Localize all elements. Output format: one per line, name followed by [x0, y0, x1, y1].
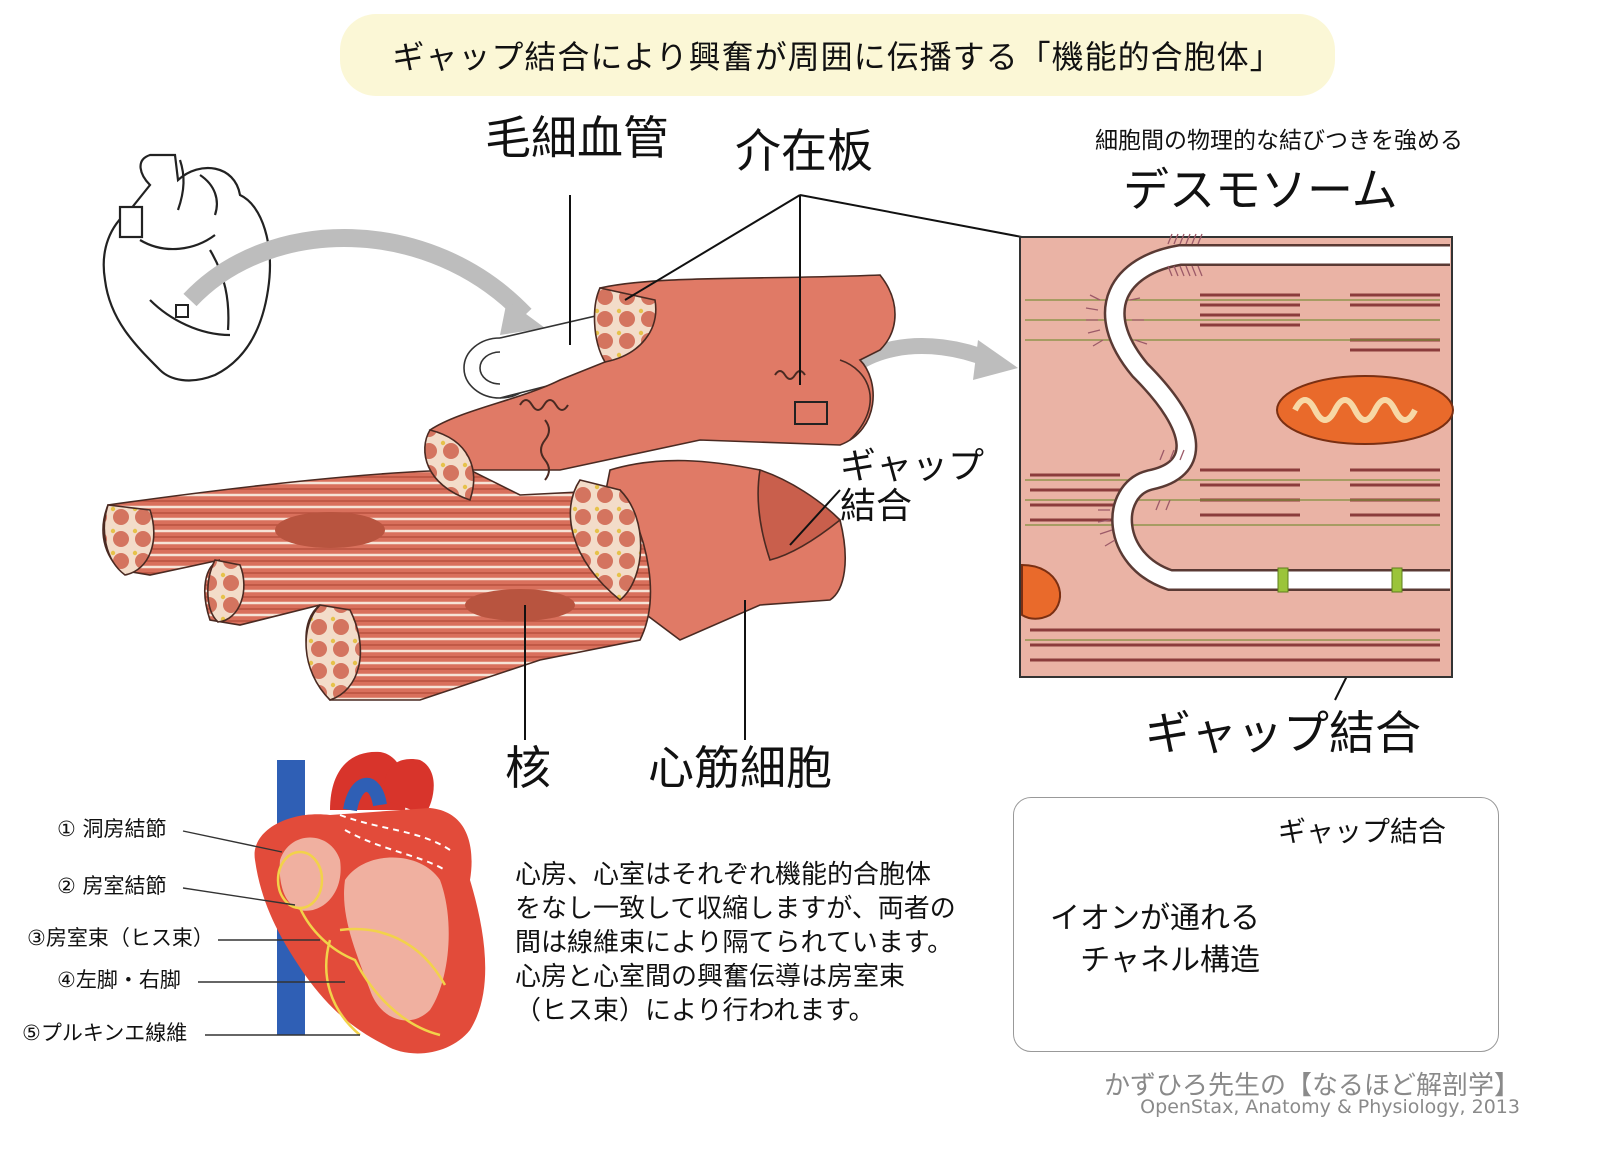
gap-junction-label-2: ギャップ結合 — [1145, 706, 1421, 760]
explanation-line-2: をなし一致して収縮しますが、両者の — [515, 894, 956, 924]
muscle-fiber-illustration — [102, 274, 896, 701]
desmosome-label: デスモソーム — [1123, 163, 1398, 217]
credit-source: かずひろ先生の【なるほど解剖学】 — [1103, 1071, 1520, 1101]
nucleus-label: 核 — [505, 741, 551, 795]
capillary-label: 毛細血管 — [485, 111, 669, 165]
cardiac-muscle-cell-label: 心筋細胞 — [648, 741, 832, 795]
arrowhead-2-icon — [973, 340, 1018, 380]
zoom-arrow-icon — [183, 229, 532, 322]
title-banner: ギャップ結合により興奮が周囲に伝播する「機能的合胞体」 — [340, 14, 1335, 96]
conduction-item-purkinje: ⑤プルキンエ線維 — [22, 1021, 188, 1045]
inset-channel-label: イオンが通れる チャネル構造 — [1050, 898, 1260, 982]
conduction-leader-lines — [182, 830, 360, 1036]
explanation-text: 心房、心室はそれぞれ機能的合胞体 をなし一致して収縮しますが、両者の 間は線維束… — [515, 858, 985, 1028]
gap-junction-label-line1: ギャップ — [840, 446, 985, 487]
heart-outline-icon — [102, 153, 272, 382]
explanation-line-4: 心房と心室間の興奮伝導は房室束 — [515, 962, 906, 992]
inset-channel-line2: チャネル構造 — [1080, 943, 1260, 978]
conduction-heart-illustration — [254, 751, 486, 1054]
arrowhead-icon — [500, 300, 545, 335]
conduction-item-sa-node: ① 洞房結節 — [57, 817, 167, 841]
gap-junction-inset — [1013, 797, 1499, 1052]
desmosome-note: 細胞間の物理的な結びつきを強める — [1095, 128, 1463, 154]
conduction-item-his-bundle: ③房室束（ヒス束） — [27, 926, 214, 950]
credit-reference: OpenStax, Anatomy & Physiology, 2013 — [1140, 1096, 1520, 1118]
explanation-line-3: 間は線維束により隔てられています。 — [515, 928, 954, 958]
conduction-item-av-node: ② 房室結節 — [57, 874, 167, 898]
page-title: ギャップ結合により興奮が周囲に伝播する「機能的合胞体」 — [392, 38, 1283, 76]
gap-junction-label-1: ギャップ 結合 — [840, 446, 985, 528]
inset-channel-line1: イオンが通れる — [1050, 901, 1260, 936]
explanation-line-1: 心房、心室はそれぞれ機能的合胞体 — [515, 860, 932, 890]
intercalated-disc-label: 介在板 — [735, 124, 873, 178]
gap-junction-label-line2: 結合 — [840, 486, 913, 528]
inset-title: ギャップ結合 — [1278, 815, 1447, 848]
explanation-line-5: （ヒス束）により行われます。 — [515, 996, 875, 1026]
conduction-item-bundle-branches: ④左脚・右脚 — [57, 968, 181, 992]
zoomed-disc-panel — [1019, 233, 1454, 678]
